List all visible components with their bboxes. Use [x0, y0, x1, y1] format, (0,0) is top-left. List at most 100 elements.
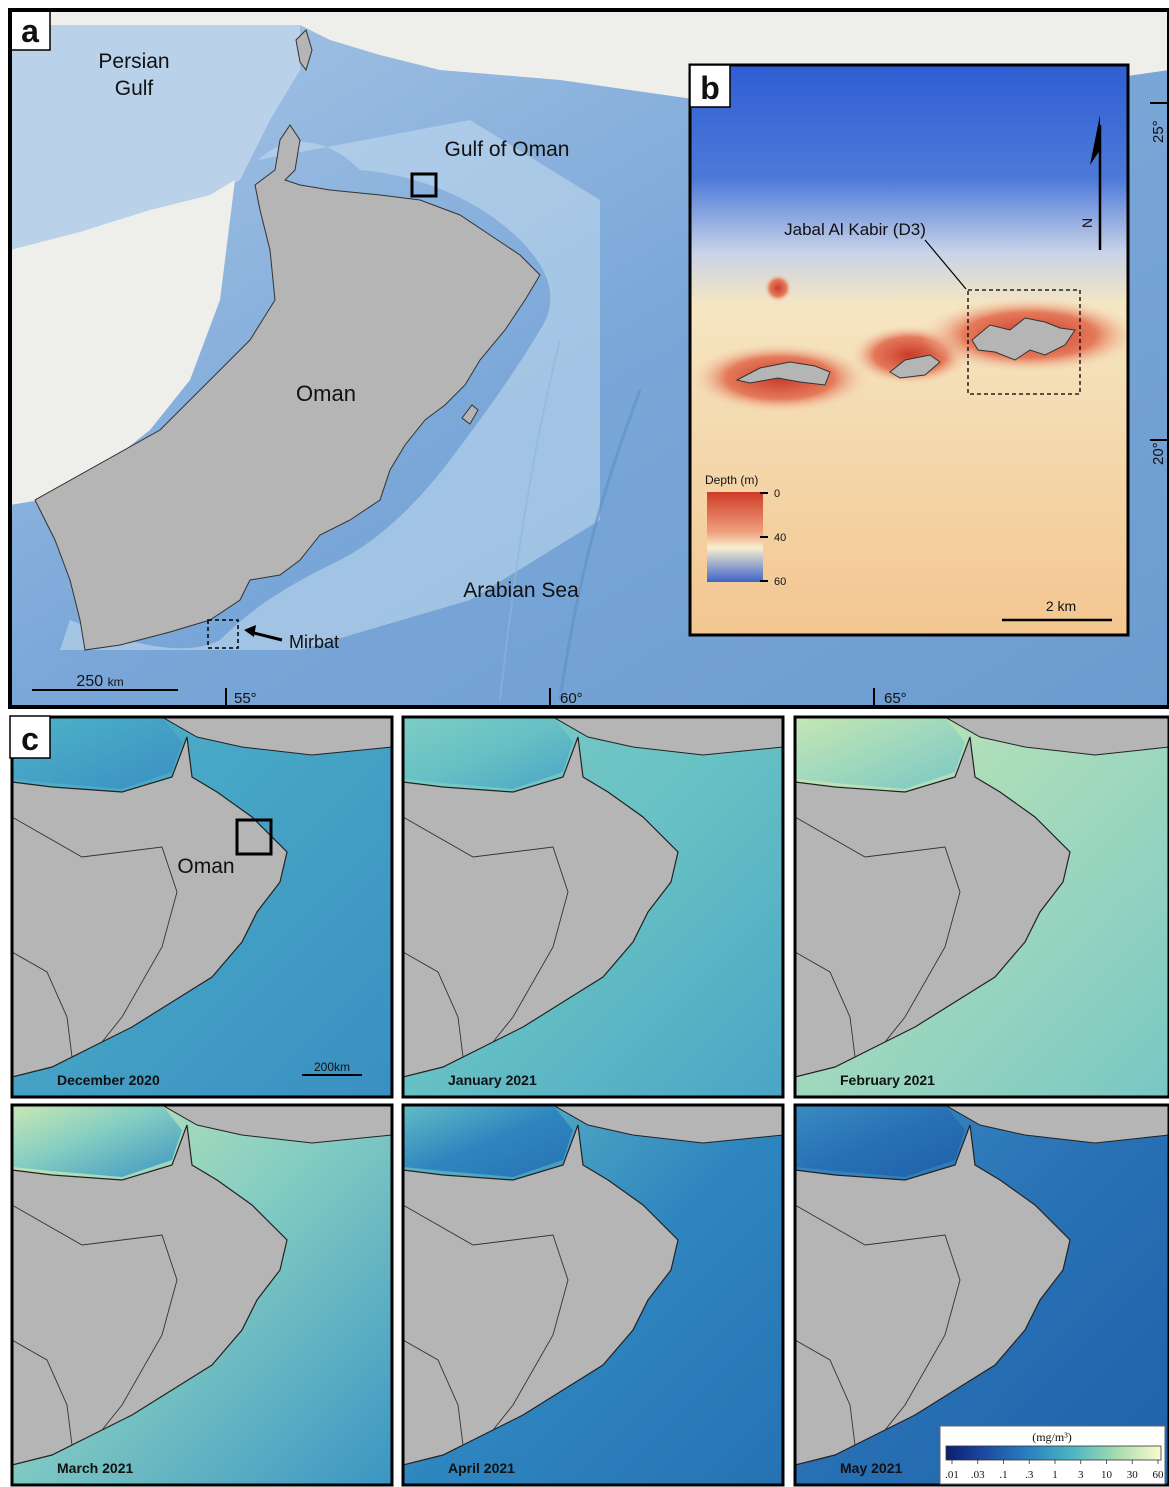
scale-label-a: 250 km	[76, 673, 123, 690]
colorbar-tick-label: 10	[1101, 1469, 1113, 1481]
persian-gulf-water	[403, 717, 573, 789]
label-gulf-of-oman: Gulf of Oman	[445, 138, 570, 161]
country-border	[12, 1339, 73, 1446]
depth-legend-title: Depth (m)	[705, 473, 758, 487]
scale-label-c: 200km	[314, 1060, 350, 1074]
colorbar-tick-label: 60	[1153, 1469, 1165, 1481]
iran-land	[160, 1105, 392, 1144]
month-tile: March 2021	[10, 1103, 394, 1487]
oman-land	[403, 736, 679, 1078]
country-border	[795, 951, 856, 1058]
panel-letter-b: b	[700, 70, 720, 106]
ridge-line	[558, 389, 642, 701]
lon-tick-60: 60°	[560, 690, 583, 707]
lon-tick-55: 55°	[234, 690, 257, 707]
iran-land	[943, 1105, 1169, 1144]
north-label: N	[1079, 218, 1095, 228]
panel-b-depth-map: Jabal Al Kabir (D3) N Depth (m) 0 40 60 …	[688, 63, 1130, 637]
site-label: Jabal Al Kabir (D3)	[784, 220, 926, 239]
month-label: March 2021	[57, 1460, 133, 1476]
lat-tick-20: 20°	[1150, 442, 1167, 465]
month-tile: April 2021	[401, 1103, 785, 1487]
mirbat-arrow	[249, 630, 283, 642]
country-border	[403, 816, 569, 1043]
month-tile-frame	[793, 715, 1169, 1099]
label-mirbat: Mirbat	[289, 632, 339, 652]
reef-glow-small	[764, 274, 792, 302]
country-border	[12, 951, 73, 1058]
panel-letter-a-box	[10, 10, 51, 51]
month-label: February 2021	[840, 1072, 935, 1088]
colorbar-ticks: .01 .03 .1 .3 1 3 10 30 60	[945, 1460, 1164, 1481]
colorbar-tick-label: .1	[999, 1469, 1007, 1481]
lat-tick-25: 25°	[1150, 120, 1167, 143]
masirah-island	[461, 404, 479, 425]
colorbar-tick-label: 1	[1052, 1469, 1058, 1481]
chlorophyll-colorbar: (mg/m³) .01 .03 .1 .3 1 3 10 30 60	[939, 1425, 1166, 1485]
panel-b-frame	[688, 63, 1130, 637]
month-label: April 2021	[448, 1460, 515, 1476]
panel-letter-c-box	[9, 715, 51, 759]
iran-land	[160, 717, 392, 756]
persian-gulf-water	[795, 717, 965, 789]
lon-tick-65: 65°	[884, 690, 907, 707]
persian-gulf-water	[12, 717, 182, 789]
persian-gulf-water	[10, 25, 300, 260]
panel-letter-b-box	[689, 64, 731, 108]
month-tile: December 2020	[10, 715, 394, 1099]
depth-tick-40: 40	[774, 532, 786, 544]
country-border	[12, 1204, 178, 1431]
iran-land	[551, 1105, 783, 1144]
study-area-box-c	[235, 818, 273, 856]
month-label: May 2021	[840, 1460, 902, 1476]
colorbar-tick-label: .01	[945, 1469, 959, 1481]
colorbar-tick-label: 3	[1078, 1469, 1084, 1481]
label-arabian-sea: Arabian Sea	[463, 579, 579, 602]
panel-a-frame	[8, 8, 1169, 709]
month-label: January 2021	[448, 1072, 537, 1088]
iran-land	[943, 717, 1169, 756]
depth-tick-60: 60	[774, 576, 786, 588]
oman-land	[795, 1124, 1071, 1466]
month-tile-frame	[401, 715, 785, 1099]
latitude-ticks: 25° 20°	[1150, 102, 1169, 465]
colorbar-unit: (mg/m³)	[1032, 1430, 1072, 1444]
country-border	[403, 1204, 569, 1431]
colorbar-tick-label: 30	[1127, 1469, 1139, 1481]
label-oman-c: Oman	[177, 855, 234, 878]
panel-letter-c: c	[21, 721, 39, 757]
label-persian-gulf-line1: Persian	[98, 50, 169, 73]
month-tile: January 2021	[401, 715, 785, 1099]
country-border	[795, 1204, 961, 1431]
oman-land	[403, 1124, 679, 1466]
country-border	[12, 816, 178, 1043]
oman-landmass	[34, 124, 541, 651]
month-tile-frame	[10, 715, 394, 1099]
study-area-box	[410, 172, 438, 198]
continental-shelf	[60, 120, 600, 650]
country-border	[795, 816, 961, 1043]
oman-land	[12, 1124, 288, 1466]
reef-island-west	[735, 361, 831, 386]
persian-gulf-water	[403, 1105, 573, 1177]
mirbat-box	[207, 619, 239, 649]
label-oman: Oman	[296, 381, 356, 406]
oman-land	[12, 736, 288, 1078]
country-border	[403, 951, 464, 1058]
longitude-ticks: 55° 60° 65°	[225, 688, 907, 707]
oman-land	[795, 736, 1071, 1078]
musandam-peninsula	[295, 29, 313, 72]
north-arrow-head	[1090, 115, 1100, 165]
month-tile: May 2021	[793, 1103, 1169, 1487]
country-border	[403, 1339, 464, 1446]
depth-legend-bar	[707, 492, 763, 582]
month-tile-frame	[10, 1103, 394, 1487]
scale-label-b: 2 km	[1046, 598, 1076, 614]
colorbar-tick-label: .3	[1025, 1469, 1034, 1481]
arabia-landmass	[10, 180, 235, 505]
month-tile-frame	[401, 1103, 785, 1487]
persian-gulf-water	[12, 1105, 182, 1177]
colorbar-tick-label: .03	[971, 1469, 985, 1481]
